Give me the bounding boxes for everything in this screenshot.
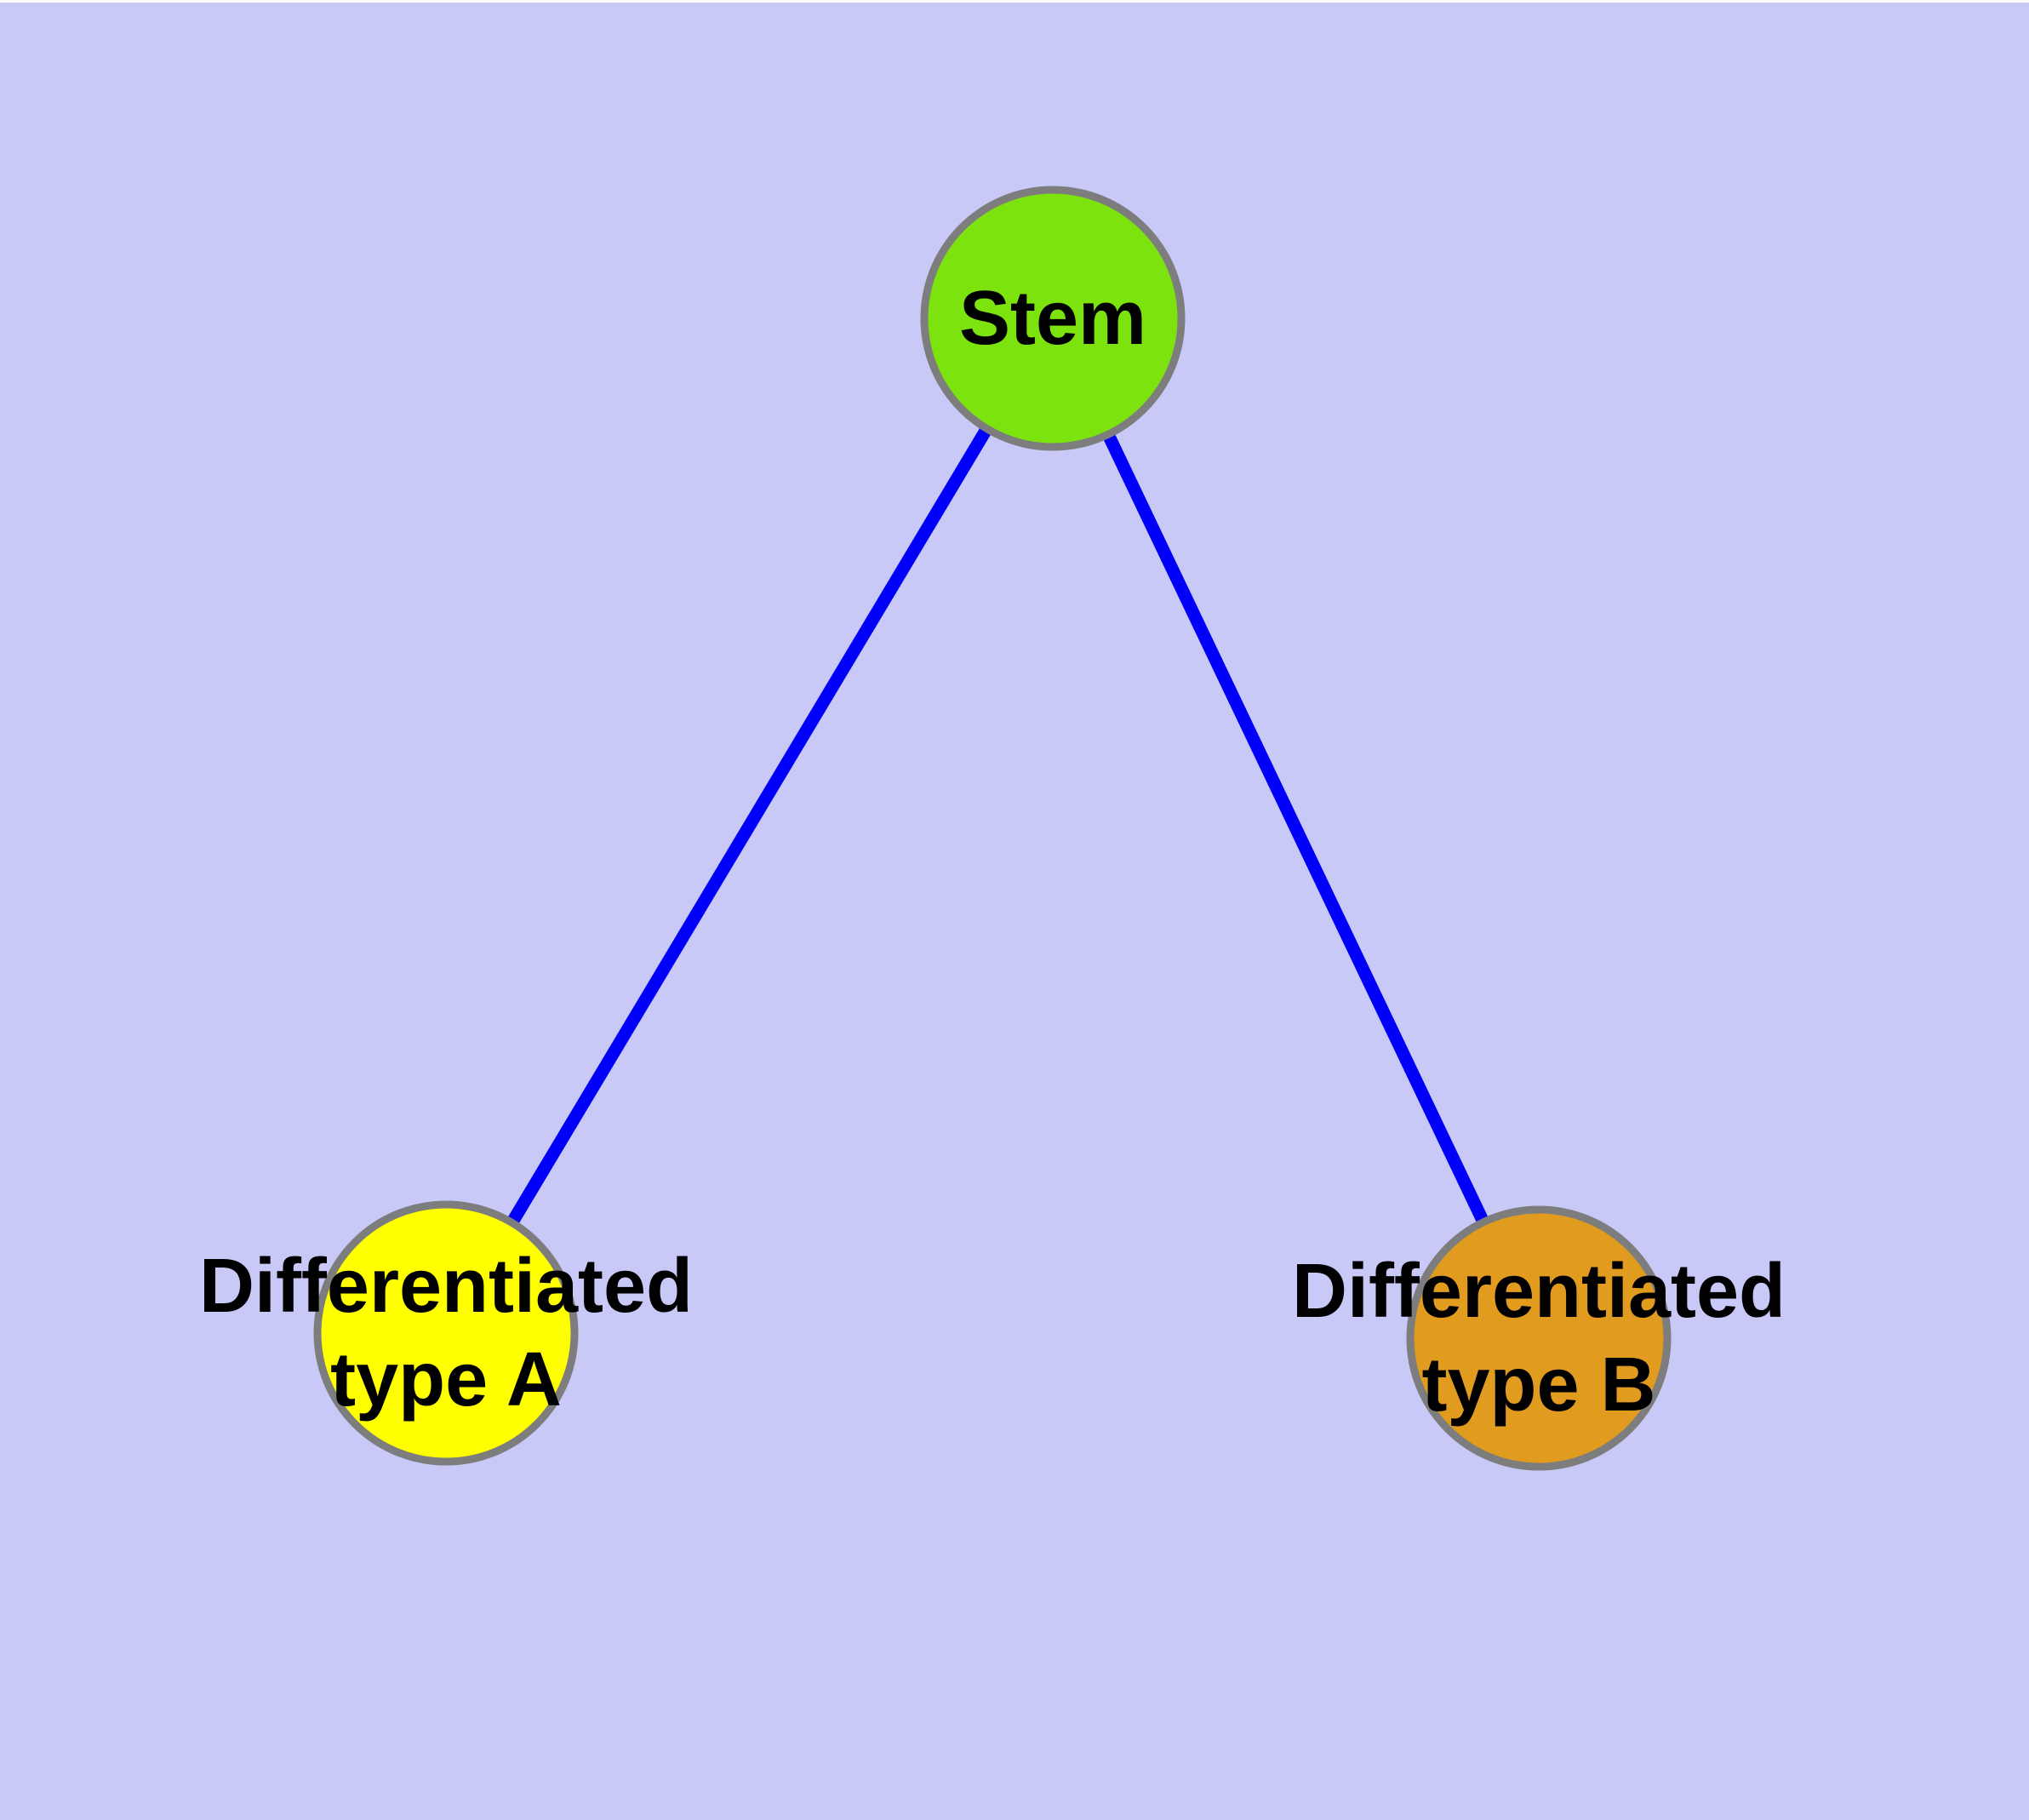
node-label-line: type A [330,1337,562,1422]
node-label-line: Differentiated [199,1244,693,1329]
node-label-stem: Stem [959,276,1146,361]
node-differentiated-type-a [313,1200,579,1466]
node-label-line: Stem [959,276,1146,361]
edge-stem-to-differentiated-type-b [1047,315,1545,1342]
node-label-line: type B [1421,1342,1655,1428]
edge-stem-to-differentiated-type-a [440,315,1059,1336]
node-stem [920,186,1186,451]
node-differentiated-type-b [1406,1205,1672,1471]
node-label-line: Differentiated [1292,1249,1786,1334]
